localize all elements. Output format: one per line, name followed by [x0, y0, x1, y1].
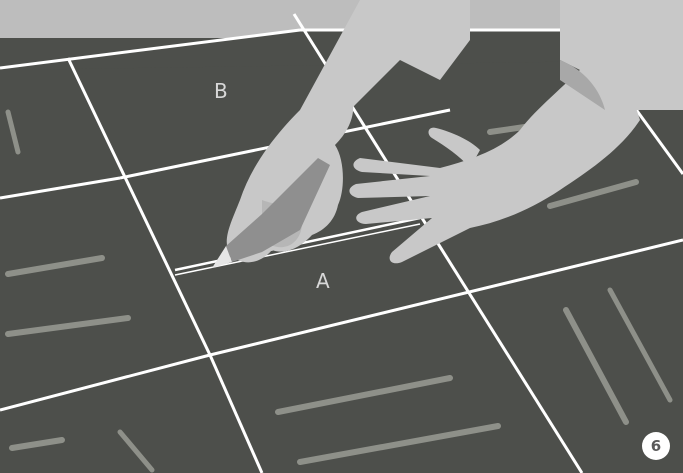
- tile-label-a: A: [316, 269, 330, 293]
- circled-number-icon: 6: [642, 432, 670, 460]
- step-marker-number: 6: [651, 437, 661, 455]
- tile-label-b: B: [214, 79, 228, 103]
